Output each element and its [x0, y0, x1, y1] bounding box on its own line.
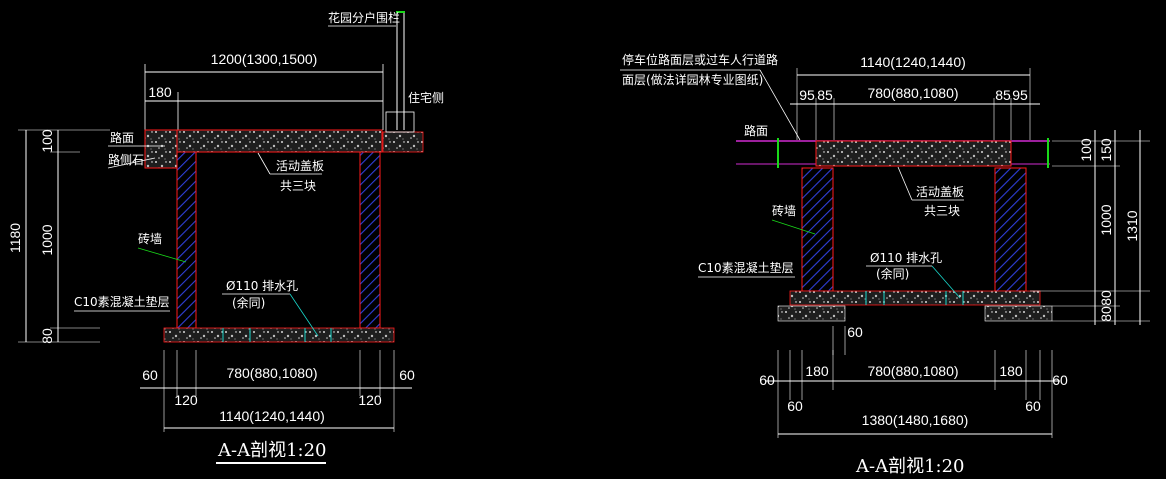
label-cover-count: 共三块 [924, 204, 960, 218]
dim-85-left: 85 [817, 87, 833, 103]
label-road: 路面 [110, 130, 134, 145]
hdim-60-l2: 60 [787, 398, 803, 414]
dim-85-right: 85 [995, 87, 1011, 103]
c10-base-upper [789, 290, 1041, 306]
vdim-80-lower: 80 [1098, 306, 1114, 322]
left-title: A-A剖视1:20 [217, 440, 327, 461]
right-title: A-A剖视1:20 [855, 456, 965, 474]
label-drain-note: (余同) [876, 266, 909, 281]
fence-footing [385, 111, 415, 133]
left-section: 1200(1300,1500) 180 路面 路侧石 花园分户围栏 住宅侧 活动… [7, 10, 444, 464]
hdim-180-l: 180 [805, 363, 829, 379]
vdim-80: 80 [39, 328, 55, 344]
brick-wall-left [801, 167, 834, 292]
vdim-100: 100 [39, 129, 55, 153]
label-drain-note: (余同) [232, 295, 265, 310]
hdim-1140: 1140(1240,1440) [219, 408, 325, 424]
vdim-1310: 1310 [1124, 210, 1140, 241]
hdim-120-right: 120 [358, 392, 382, 408]
dim-95-right: 95 [1012, 87, 1028, 103]
leader [257, 152, 271, 175]
label-cover: 活动盖板 [276, 159, 324, 173]
hdim-180-r: 180 [999, 363, 1023, 379]
hdim-60-left: 60 [142, 367, 158, 383]
hdim-60-l: 60 [759, 372, 775, 388]
label-brick: 砖墙 [772, 203, 796, 218]
residence-ground [382, 131, 424, 153]
leader [897, 166, 913, 201]
vdim-1180: 1180 [7, 223, 23, 253]
brick-wall-right [359, 151, 381, 329]
vdim-150: 150 [1098, 138, 1114, 162]
hdim-60-mid: 60 [847, 324, 863, 340]
note-line-1: 停车位路面层或过车人行道路 [622, 52, 778, 67]
hdim-780: 780(880,1080) [867, 363, 958, 379]
leader [759, 69, 801, 141]
leader [289, 293, 319, 337]
brick-wall-left [176, 151, 197, 329]
label-road: 路面 [744, 123, 768, 138]
hdim-1380: 1380(1480,1680) [862, 412, 969, 428]
c10-base [163, 327, 395, 343]
right-section: 停车位路面层或过车人行道路 面层(做法详园林专业图纸) 1140(1240,14… [620, 52, 1150, 477]
hdim-780: 780(880,1080) [226, 365, 317, 381]
cover-slab [815, 140, 1012, 167]
hdim-120-left: 120 [174, 392, 198, 408]
hdim-60-right: 60 [399, 367, 415, 383]
brick-wall-right [994, 167, 1027, 292]
c10-base-lower-left [777, 305, 846, 322]
note-line-2: 面层(做法详园林专业图纸) [622, 72, 763, 87]
dim-1140: 1140(1240,1440) [860, 54, 966, 70]
label-c10: C10素混凝土垫层 [698, 260, 794, 275]
label-residence-side: 住宅侧 [408, 90, 444, 105]
label-curb: 路侧石 [108, 152, 144, 167]
curb-stone [144, 129, 178, 169]
leader [771, 219, 816, 235]
label-c10: C10素混凝土垫层 [74, 294, 170, 309]
vdim-80-upper: 80 [1098, 290, 1114, 306]
hdim-60-r2: 60 [1025, 398, 1041, 414]
hdim-60-r: 60 [1052, 372, 1068, 388]
label-brick: 砖墙 [138, 231, 162, 246]
dim-780: 780(880,1080) [867, 85, 958, 101]
c10-base-lower-right [984, 305, 1053, 322]
leader [137, 247, 187, 263]
vdim-1000: 1000 [1098, 204, 1114, 235]
dim-95-left: 95 [799, 87, 815, 103]
label-drain: Ø110 排水孔 [226, 279, 298, 293]
dim-180: 180 [148, 84, 172, 100]
vdim-100: 100 [1078, 138, 1094, 162]
label-cover: 活动盖板 [916, 185, 964, 199]
vdim-1000: 1000 [39, 224, 55, 255]
label-drain: Ø110 排水孔 [870, 251, 942, 265]
leader [107, 157, 156, 169]
leader [931, 265, 961, 299]
label-cover-count: 共三块 [280, 179, 316, 193]
label-garden-fence: 花园分户围栏 [328, 10, 400, 25]
dim-1200: 1200(1300,1500) [211, 51, 318, 67]
cover-slab [176, 129, 383, 153]
